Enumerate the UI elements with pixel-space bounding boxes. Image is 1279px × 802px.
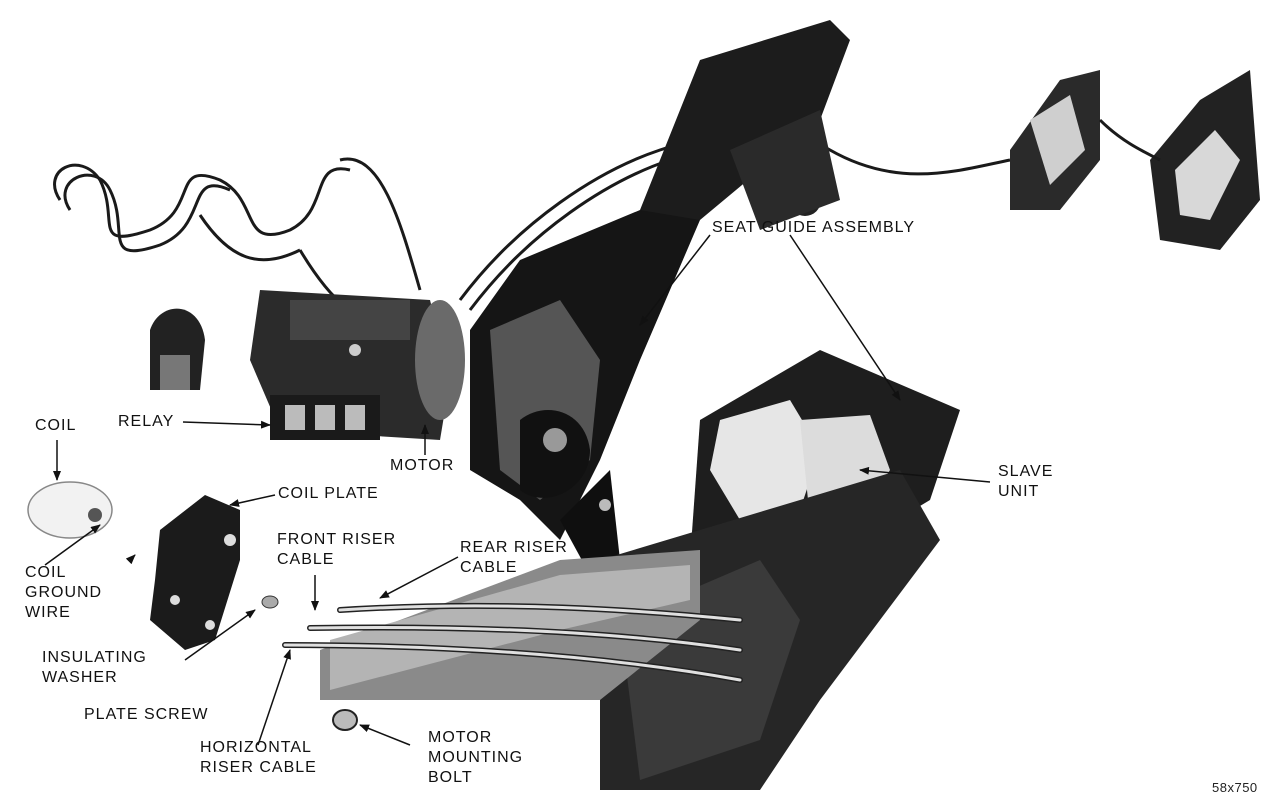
label-slave-unit: SLAVE UNIT [998, 462, 1053, 502]
label-horizontal-riser-cable-line-2: RISER CABLE [200, 758, 317, 778]
label-rear-riser-cable: REAR RISER CABLE [460, 538, 568, 578]
label-seat-guide-assembly: SEAT GUIDE ASSEMBLY [712, 218, 915, 238]
label-insulating-washer-line-1: INSULATING [42, 648, 147, 668]
label-rear-riser-cable-line-2: CABLE [460, 558, 568, 578]
label-coil: COIL [35, 416, 76, 436]
label-front-riser-cable: FRONT RISER CABLE [277, 530, 396, 570]
label-rear-riser-cable-line-1: REAR RISER [460, 538, 568, 558]
label-coil-ground-wire: COIL GROUND WIRE [25, 563, 102, 623]
label-relay: RELAY [118, 412, 174, 432]
label-insulating-washer: INSULATING WASHER [42, 648, 147, 688]
label-coil-plate: COIL PLATE [278, 484, 379, 504]
label-coil-ground-wire-line-1: COIL [25, 563, 102, 583]
label-coil-ground-wire-line-2: GROUND [25, 583, 102, 603]
motor-mounting-bolt-part [333, 710, 357, 730]
label-insulating-washer-line-2: WASHER [42, 668, 147, 688]
label-motor-mounting-bolt-line-1: MOTOR [428, 728, 523, 748]
label-horizontal-riser-cable: HORIZONTAL RISER CABLE [200, 738, 317, 778]
label-motor-mounting-bolt-line-2: MOUNTING [428, 748, 523, 768]
label-front-riser-cable-line-1: FRONT RISER [277, 530, 396, 550]
label-plate-screw: PLATE SCREW [84, 705, 209, 725]
label-slave-unit-line-1: SLAVE [998, 462, 1053, 482]
motor-assembly [150, 290, 465, 440]
control-switches [1010, 70, 1260, 250]
label-motor-mounting-bolt-line-3: BOLT [428, 768, 523, 788]
figure-id: 58x750 [1212, 780, 1258, 795]
label-motor: MOTOR [390, 456, 454, 476]
label-motor-mounting-bolt: MOTOR MOUNTING BOLT [428, 728, 523, 788]
label-slave-unit-line-2: UNIT [998, 482, 1053, 502]
label-coil-ground-wire-line-3: WIRE [25, 603, 102, 623]
label-horizontal-riser-cable-line-1: HORIZONTAL [200, 738, 317, 758]
label-front-riser-cable-line-2: CABLE [277, 550, 396, 570]
